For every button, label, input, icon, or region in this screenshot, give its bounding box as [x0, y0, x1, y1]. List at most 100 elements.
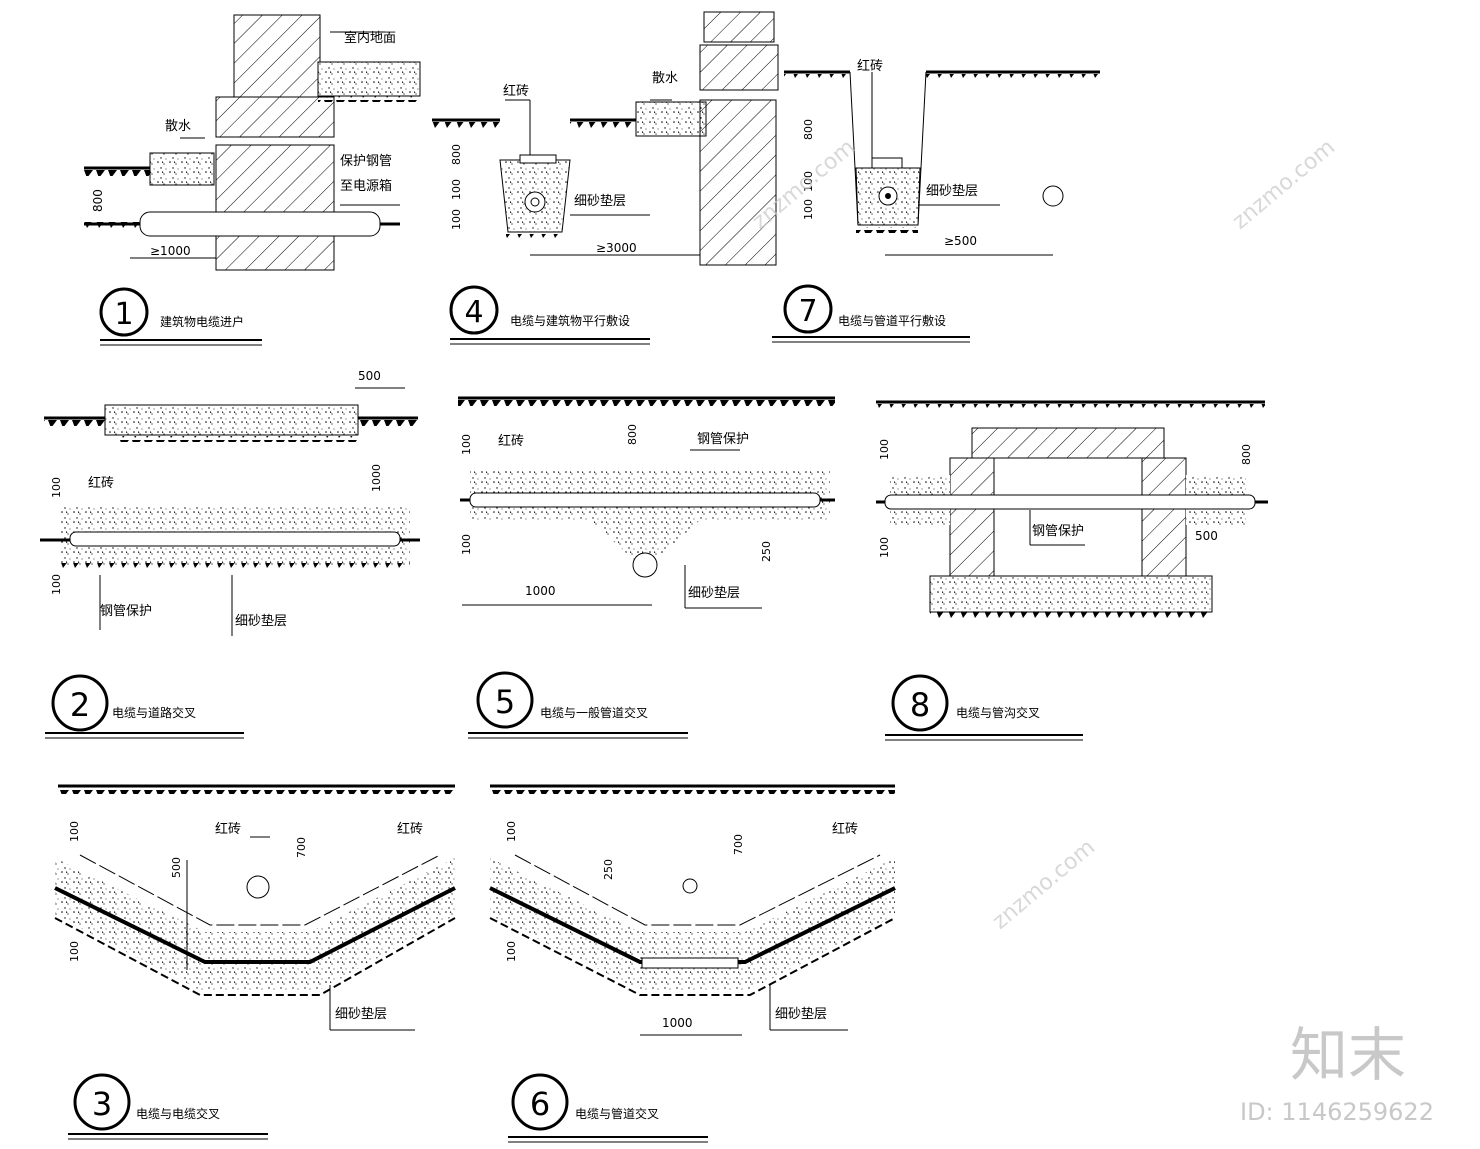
dim-100-a: 100	[505, 821, 518, 842]
dim-700: 700	[295, 837, 308, 858]
label-red-brick: 红砖	[88, 475, 114, 491]
wall-middle	[215, 96, 335, 138]
label-red-brick: 红砖	[832, 821, 858, 837]
label-steel-pipe-protection: 钢管保护	[1032, 524, 1084, 539]
detail-number: 2	[70, 686, 90, 724]
detail-title-1: 1 建筑物电缆进户	[99, 287, 262, 346]
protect-board	[641, 957, 739, 969]
detail-8-drawing: 钢管保护 500 800 100 100	[876, 400, 1268, 618]
detail-title: 建筑物电缆进户	[160, 314, 244, 329]
crossing-pipe	[682, 878, 698, 894]
watermark: 知末 ID: 1146259622 znzmo.com znzmo.com zn…	[748, 135, 1434, 1126]
label-apron: 散水	[652, 71, 678, 86]
label-protect-pipe: 保护钢管	[340, 154, 392, 169]
dim-100-b: 100	[68, 941, 81, 962]
detail-title: 电缆与管道交叉	[575, 1106, 659, 1121]
dim-100-a: 100	[460, 434, 473, 455]
dim-500: 500	[358, 369, 381, 383]
trench-cover	[971, 427, 1165, 459]
detail-7-drawing: 红砖 细砂垫层 800 100 100 ≥500	[784, 58, 1100, 256]
dim-1000: 1000	[525, 584, 556, 598]
wall-upper	[233, 14, 321, 98]
watermark-site-3: znzmo.com	[988, 835, 1100, 935]
detail-title-3: 3 电缆与电缆交叉	[68, 1073, 268, 1140]
label-apron: 散水	[165, 119, 191, 134]
detail-title-6: 6 电缆与管道交叉	[508, 1073, 708, 1143]
label-fine-sand: 细砂垫层	[574, 193, 626, 209]
detail-5-drawing: 红砖 钢管保护 细砂垫层 1000 800 250 100 100	[458, 396, 835, 609]
steel-pipe	[469, 492, 821, 508]
steel-pipe	[69, 531, 401, 547]
building-wall	[699, 99, 777, 266]
label-red-brick: 红砖	[498, 433, 524, 449]
label-red-brick-b: 红砖	[397, 821, 423, 837]
dim-100-b: 100	[460, 534, 473, 555]
dim-1000: 1000	[370, 464, 383, 492]
detail-title: 电缆与一般管道交叉	[540, 705, 648, 720]
watermark-site: znzmo.com	[1228, 135, 1340, 235]
detail-title-4: 4 电缆与建筑物平行敷设	[449, 285, 650, 345]
detail-title-7: 7 电缆与管道平行敷设	[772, 284, 970, 343]
dim-100-b: 100	[878, 537, 891, 558]
dim-250: 250	[760, 541, 773, 562]
detail-3-drawing: 红砖 红砖 细砂垫层 500 700 100 100	[54, 784, 456, 1031]
dim-100-b: 100	[450, 209, 463, 230]
detail-title: 电缆与管道平行敷设	[838, 313, 946, 328]
cable-line	[54, 886, 456, 964]
detail-title: 电缆与道路交叉	[112, 705, 196, 720]
detail-title-8: 8 电缆与管沟交叉	[885, 674, 1083, 741]
watermark-brand: 知末	[1290, 1021, 1406, 1089]
detail-number-circle	[891, 674, 949, 732]
detail-number-circle	[449, 285, 499, 335]
detail-number-circle	[476, 671, 534, 729]
general-pipe	[632, 552, 658, 578]
dim-100-b: 100	[802, 199, 815, 220]
trench-wall-left	[949, 457, 995, 577]
dim-800: 800	[91, 189, 105, 212]
apron-block	[149, 152, 215, 186]
pipe-circle	[1042, 185, 1064, 207]
dim-100-a: 100	[50, 477, 63, 498]
dim-800: 800	[1240, 444, 1253, 465]
label-red-brick: 红砖	[503, 83, 529, 99]
protect-pipe	[139, 211, 381, 237]
detail-title: 电缆与电缆交叉	[136, 1106, 220, 1121]
dim-100-a: 100	[68, 821, 81, 842]
detail-number-circle	[51, 674, 109, 732]
detail-number: 6	[530, 1085, 550, 1123]
label-steel-pipe-protection: 钢管保护	[697, 432, 749, 447]
dim-100-b: 100	[50, 574, 63, 595]
dim-250: 250	[602, 859, 615, 880]
crossing-cable	[246, 875, 270, 899]
wall-lower	[215, 144, 335, 271]
dim-100-a: 100	[450, 179, 463, 200]
ground-hatch	[84, 170, 150, 176]
detail-6-drawing: 红砖 细砂垫层 1000 250 700 100 100	[489, 784, 896, 1036]
dim-800: 800	[802, 119, 815, 140]
road-section	[104, 404, 359, 436]
trench-wall-right	[1141, 457, 1187, 577]
dim-800: 800	[626, 424, 639, 445]
detail-number-circle	[511, 1073, 569, 1131]
detail-title: 电缆与管沟交叉	[956, 705, 1040, 720]
label-steel-pipe-protection: 钢管保护	[100, 604, 152, 619]
red-brick	[519, 154, 557, 164]
dim-700: 700	[732, 834, 745, 855]
detail-number-circle	[783, 284, 833, 334]
label-fine-sand: 细砂垫层	[775, 1006, 827, 1022]
dim-800: 800	[450, 144, 463, 165]
detail-title-2: 2 电缆与道路交叉	[45, 674, 244, 739]
dim-100-a: 100	[878, 439, 891, 460]
detail-4-drawing: 红砖 散水 细砂垫层 800 100 100 ≥3000	[432, 11, 779, 266]
detail-title-5: 5 电缆与一般管道交叉	[468, 671, 688, 739]
label-red-brick: 红砖	[857, 58, 883, 74]
floor-ground-hatch	[318, 96, 418, 102]
watermark-id: ID: 1146259622	[1240, 1098, 1434, 1126]
trench-base	[929, 575, 1213, 613]
dim-500: 500	[170, 857, 183, 878]
detail-1-drawing: 室内地面 散水 保护钢管 至电源箱 800 ≥1000	[84, 14, 421, 271]
steel-pipe	[884, 494, 1256, 510]
detail-number: 7	[798, 294, 817, 329]
detail-number: 4	[464, 295, 483, 330]
sand-bed	[490, 858, 895, 990]
